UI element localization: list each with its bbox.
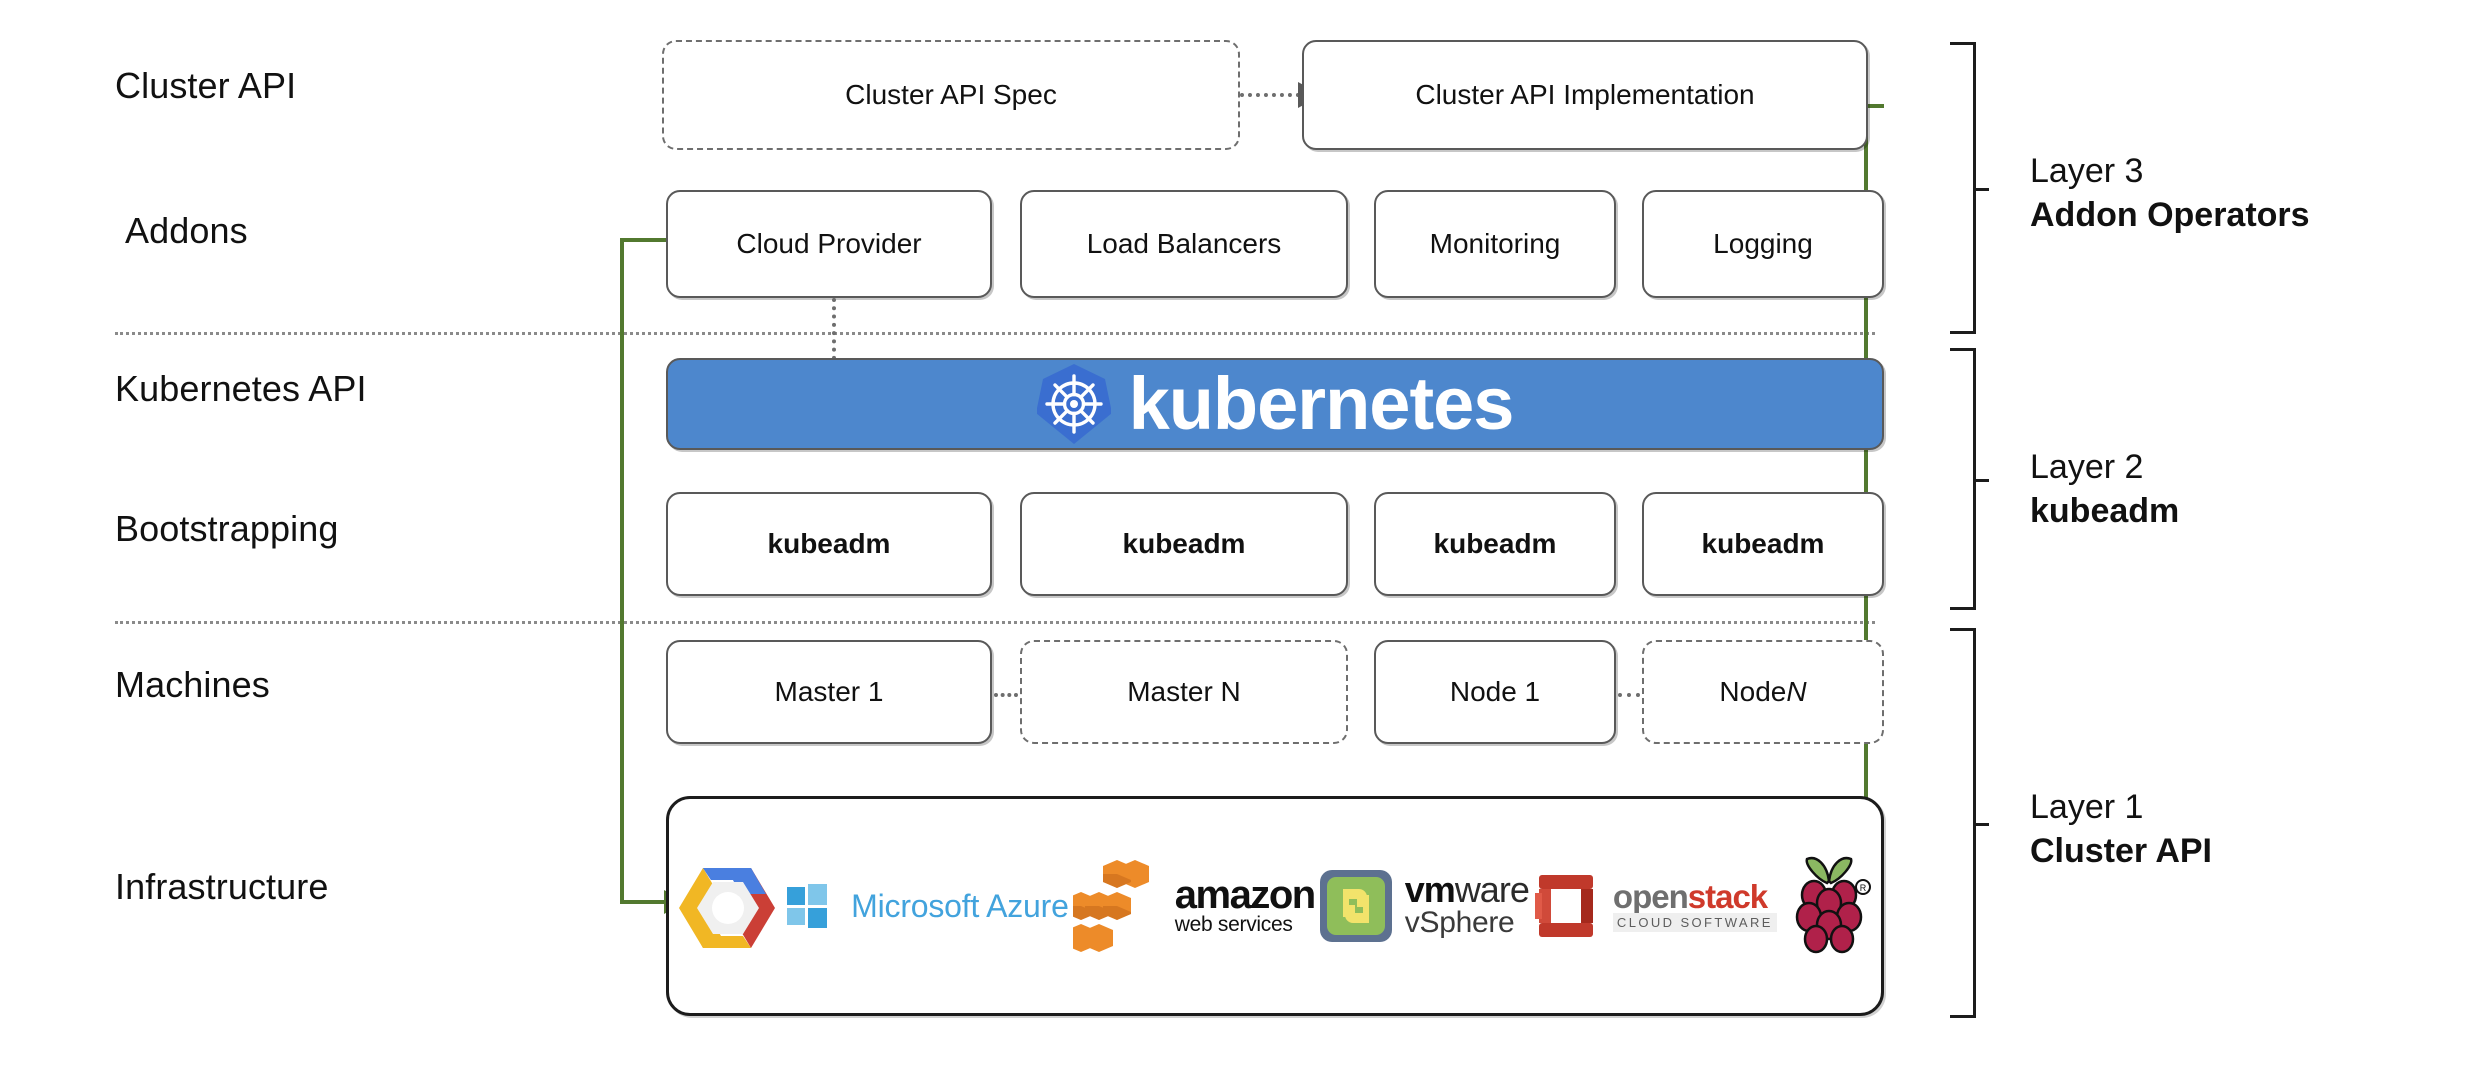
machine-ellipsis-masters [994, 693, 1018, 697]
machine-box-node-n[interactable]: Node N [1642, 640, 1884, 744]
cluster-api-spec-box[interactable]: Cluster API Spec [662, 40, 1240, 150]
cluster-api-implementation-box[interactable]: Cluster API Implementation [1302, 40, 1868, 150]
layer-3-line-1: Layer 3 [2030, 152, 2144, 190]
divider-bootstrapping-machines [115, 621, 1875, 624]
openstack-wordmark-open: open [1612, 878, 1689, 915]
row-label-bootstrapping: Bootstrapping [115, 508, 339, 549]
green-connector-left-bottom [622, 900, 666, 904]
green-connector-left-vertical [620, 238, 624, 904]
bootstrap-label-1: kubeadm [767, 528, 891, 559]
bootstrap-label-4: kubeadm [1701, 528, 1825, 559]
bootstrap-label-3: kubeadm [1433, 528, 1557, 559]
openstack-logo[interactable]: openstack CLOUD SOFTWARE [1533, 851, 1777, 961]
layer-3-line-2: Addon Operators [2030, 195, 2310, 234]
cluster-api-implementation-label: Cluster API Implementation [1415, 79, 1755, 110]
amazon-wordmark: amazon [1174, 873, 1316, 918]
openstack-wordmark-stack: stack [1687, 878, 1768, 915]
row-label-kubernetes-api: Kubernetes API [115, 368, 367, 409]
svg-text:R: R [1860, 883, 1867, 893]
layer-2-line-2: kubeadm [2030, 491, 2180, 530]
google-cloud-platform-logo[interactable] [673, 851, 781, 961]
layer-2-line-1: Layer 2 [2030, 448, 2144, 486]
bootstrap-box-2[interactable]: kubeadm [1020, 492, 1348, 596]
bootstrap-label-2: kubeadm [1122, 528, 1246, 559]
layer-3-label: Layer 3 Addon Operators [2030, 150, 2310, 237]
machine-box-master-1[interactable]: Master 1 [666, 640, 992, 744]
row-label-cluster-api: Cluster API [115, 65, 297, 106]
row-label-machines: Machines [115, 664, 270, 705]
row-label-addons: Addons [125, 210, 248, 251]
vmware-wordmark-light: ware [1454, 869, 1530, 911]
layer-2-bracket-nub [1973, 479, 1989, 482]
vmware-wordmark-bold: vm [1404, 869, 1456, 911]
cluster-api-spec-label: Cluster API Spec [845, 79, 1057, 110]
addon-box-logging[interactable]: Logging [1642, 190, 1884, 298]
vmware-vsphere-logo[interactable]: vmware vSphere [1319, 851, 1530, 961]
addon-box-cloud-provider[interactable]: Cloud Provider [666, 190, 992, 298]
machine-label-master-1: Master 1 [774, 676, 884, 707]
layer-1-bracket-nub [1973, 823, 1989, 826]
layer-1-line-1: Layer 1 [2030, 788, 2144, 826]
layer-1-line-2: Cluster API [2030, 831, 2213, 870]
kubernetes-helm-wheel-logo [1035, 362, 1112, 446]
machine-label-master-n: Master N [1127, 676, 1241, 707]
addon-label-logging: Logging [1713, 228, 1813, 259]
bootstrap-box-3[interactable]: kubeadm [1374, 492, 1616, 596]
row-label-infrastructure: Infrastructure [115, 866, 329, 907]
microsoft-azure-logo[interactable]: Microsoft Azure [785, 851, 1069, 961]
layer-3-bracket-nub [1973, 188, 1989, 191]
layer-2-bracket [1950, 348, 1989, 610]
green-connector-right-top-stub [1860, 104, 1884, 108]
bootstrap-box-4[interactable]: kubeadm [1642, 492, 1884, 596]
spec-to-implementation-dotted-line [1240, 93, 1300, 97]
kubernetes-banner[interactable]: kubernetes [666, 358, 1884, 450]
bootstrap-box-1[interactable]: kubeadm [666, 492, 992, 596]
layer-3-bracket [1950, 42, 1989, 334]
addon-label-load-balancers: Load Balancers [1086, 228, 1282, 259]
kubernetes-wordmark: kubernetes [1128, 362, 1515, 445]
divider-addons-kubernetes [115, 332, 1875, 335]
amazon-web-services-subtext: web services [1174, 912, 1293, 936]
layer-1-bracket [1950, 628, 1989, 1018]
green-connector-left-top-stub [620, 238, 668, 242]
addon-label-monitoring: Monitoring [1429, 228, 1561, 259]
addon-label-cloud-provider: Cloud Provider [736, 228, 922, 259]
layer-2-label: Layer 2 kubeadm [2030, 446, 2179, 533]
raspberry-pi-logo[interactable]: R [1781, 851, 1877, 961]
machine-box-master-n[interactable]: Master N [1020, 640, 1348, 744]
machine-ellipsis-nodes [1618, 693, 1640, 697]
infrastructure-box[interactable]: Microsoft Azure [666, 796, 1884, 1016]
machine-box-node-1[interactable]: Node 1 [1374, 640, 1616, 744]
microsoft-azure-wordmark: Microsoft Azure [851, 887, 1069, 924]
amazon-web-services-logo[interactable]: amazon web services [1072, 851, 1316, 961]
machine-label-node-n-italic: N [1786, 676, 1807, 707]
openstack-subtext: CLOUD SOFTWARE [1612, 913, 1777, 932]
vsphere-subtext: vSphere [1404, 906, 1515, 940]
addon-box-load-balancers[interactable]: Load Balancers [1020, 190, 1348, 298]
addon-box-monitoring[interactable]: Monitoring [1374, 190, 1616, 298]
layer-1-label: Layer 1 Cluster API [2030, 786, 2212, 873]
cloud-provider-to-kubernetes-dotted-connector [832, 298, 836, 360]
machine-label-node-n-prefix: Node [1719, 676, 1787, 707]
machine-label-node-1: Node 1 [1449, 676, 1541, 707]
